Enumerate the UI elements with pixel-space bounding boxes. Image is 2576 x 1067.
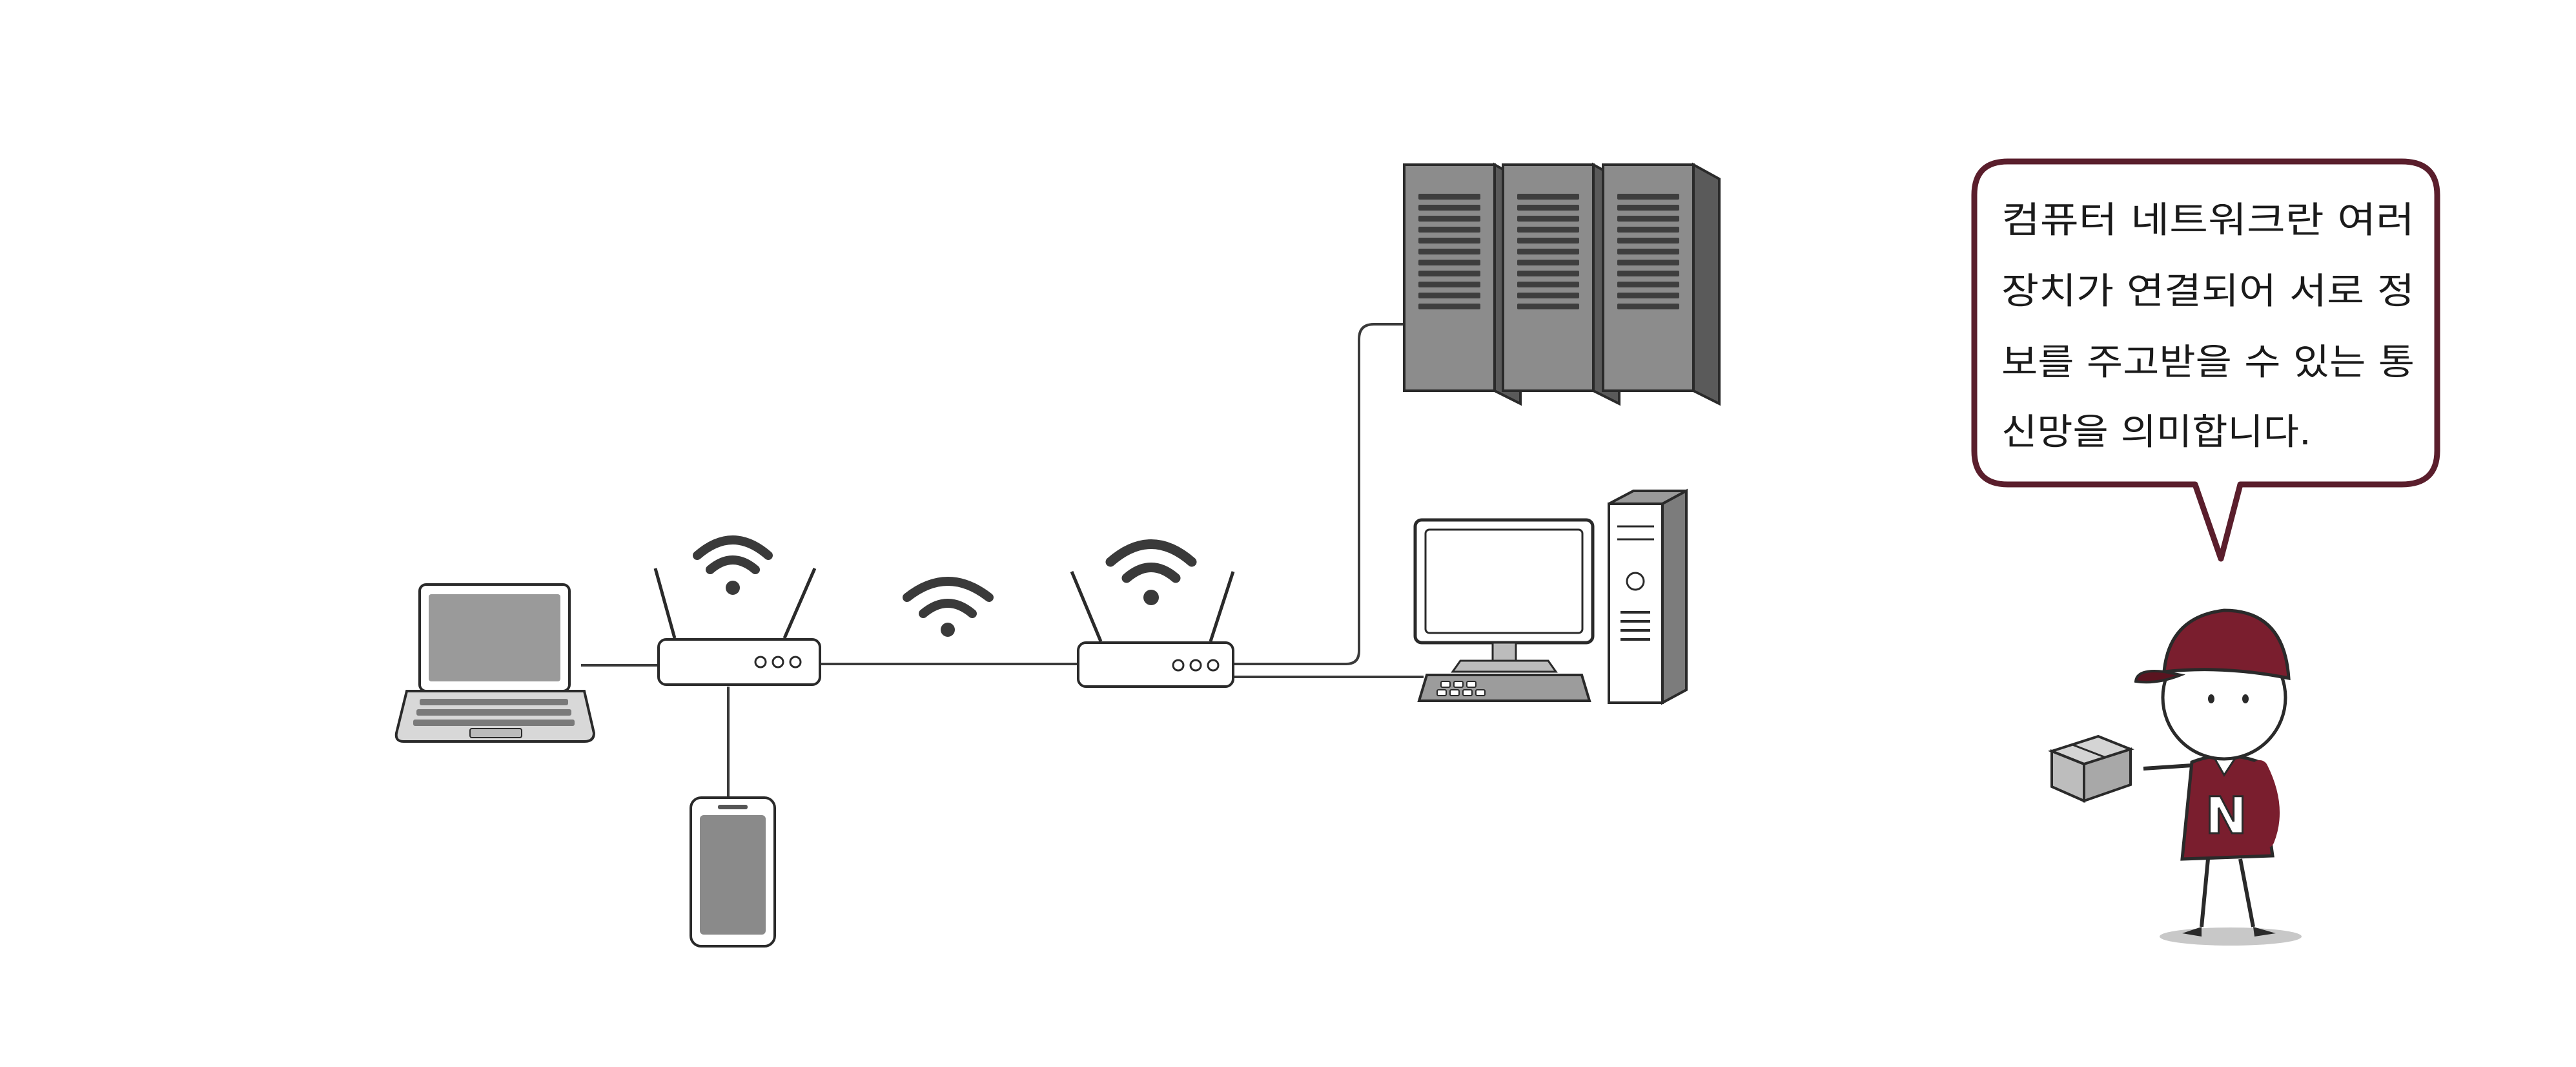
server-vent-slot: [1617, 304, 1679, 309]
server-vent-slot: [1418, 282, 1480, 287]
server-vent-slot: [1517, 282, 1579, 287]
server-vent-slot: [1617, 205, 1679, 211]
server-vent-slot: [1418, 238, 1480, 243]
server-vent-slot: [1517, 205, 1579, 211]
bubble-text-line-1: 컴퓨터 네트워크란 여러: [2001, 200, 2415, 242]
speech-bubble: 컴퓨터 네트워크란 여러 장치가 연결되어 서로 정 보를 주고받을 수 있는 …: [1971, 158, 2440, 562]
laptop-icon: [394, 583, 596, 743]
server-rack-side-3: [1692, 162, 1721, 406]
bubble-text-line-2: 장치가 연결되어 서로 정: [2001, 271, 2415, 313]
router-icon-1: [653, 568, 821, 686]
server-vent-slot: [1517, 304, 1579, 309]
server-vent-slot: [1517, 249, 1579, 254]
server-vent-slot: [1418, 271, 1480, 276]
network-cables: [581, 323, 1424, 801]
server-vent-slot: [1617, 282, 1679, 287]
server-vent-slot: [1617, 271, 1679, 276]
server-vent-slot: [1418, 293, 1480, 298]
server-rack-front-3: [1602, 163, 1695, 392]
server-vent-slot: [1418, 216, 1480, 222]
server-vent-slot: [1517, 194, 1579, 200]
router-icon-2: [1070, 571, 1235, 688]
person-icon: N: [2105, 608, 2302, 946]
wifi-icon-router2: [1105, 539, 1197, 605]
server-vent-slot: [1418, 205, 1480, 211]
server-vent-slot: [1617, 216, 1679, 222]
server-vent-slot: [1517, 271, 1579, 276]
server-vent-slot: [1617, 293, 1679, 298]
server-rack-icon: [1403, 162, 1721, 406]
server-vent-slot: [1517, 260, 1579, 265]
bubble-text-line-3: 보를 주고받을 수 있는 통: [2001, 342, 2415, 384]
pc-tower-icon: [1608, 488, 1688, 705]
server-vent-slot: [1418, 304, 1480, 309]
wifi-icon-middle: [903, 577, 994, 637]
desktop-monitor-icon: [1413, 518, 1595, 673]
server-vent-slot: [1617, 260, 1679, 265]
server-rack-front-1: [1403, 163, 1496, 392]
server-vent-slot: [1418, 260, 1480, 265]
server-vent-slot: [1517, 293, 1579, 298]
server-vent-slot: [1517, 238, 1579, 243]
server-vent-slot: [1418, 194, 1480, 200]
server-vent-slot: [1617, 194, 1679, 200]
server-vent-slot: [1517, 227, 1579, 233]
server-vent-slot: [1418, 249, 1480, 254]
package-icon: [2048, 734, 2134, 803]
server-vent-slot: [1418, 227, 1480, 233]
wifi-icon-router1: [693, 535, 773, 595]
server-vent-slot: [1617, 238, 1679, 243]
server-vent-slot: [1617, 249, 1679, 254]
server-vent-slot: [1617, 227, 1679, 233]
server-vent-slot: [1517, 216, 1579, 222]
bubble-text-line-4: 신망을 의미합니다.: [2001, 411, 2311, 453]
server-rack-front-2: [1502, 163, 1595, 392]
keyboard-icon: [1417, 674, 1591, 702]
smartphone-icon: [690, 796, 776, 948]
shirt-letter: N: [2205, 787, 2247, 845]
cable-router2-server: [1230, 323, 1407, 665]
